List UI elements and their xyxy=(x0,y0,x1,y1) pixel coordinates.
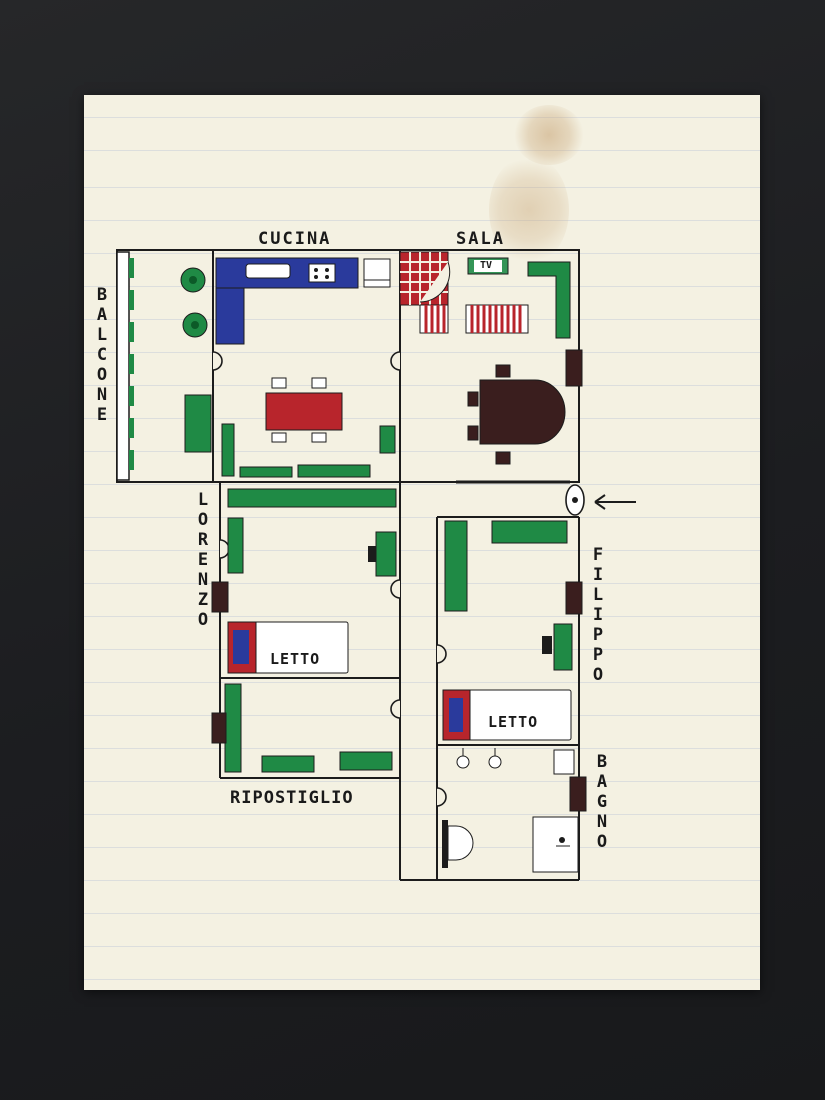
bathroom-sink-icons xyxy=(456,748,502,769)
storage-shelf xyxy=(339,751,393,771)
round-table xyxy=(467,364,566,465)
lorenzo-bed xyxy=(227,621,349,674)
sala-stairs xyxy=(399,251,451,306)
bed-label-filippo: LETTO xyxy=(488,713,539,731)
entrance-arrow-icon xyxy=(594,494,636,510)
fridge xyxy=(363,258,391,288)
radiator xyxy=(569,776,587,812)
room-label-kitchen: CUCINA xyxy=(258,229,332,249)
balcony-bench xyxy=(184,394,212,453)
plant-icon xyxy=(180,267,208,338)
notebook-page xyxy=(84,95,760,990)
kitchen-cabinet xyxy=(297,464,371,478)
chair xyxy=(368,546,376,562)
tv-label: TV xyxy=(480,260,493,271)
room-label-bathroom: BAGNO xyxy=(596,752,608,852)
kitchen-counter xyxy=(215,257,359,345)
page-ruling xyxy=(84,95,760,990)
storage-shelf xyxy=(261,755,315,773)
room-label-filippo: FILIPPO xyxy=(592,545,604,685)
filippo-desk xyxy=(553,623,573,671)
washing-machine xyxy=(553,749,575,775)
kitchen-cabinet xyxy=(239,466,293,478)
bed-label-lorenzo: LETTO xyxy=(270,650,321,668)
chair xyxy=(542,636,552,654)
hallway-shelf xyxy=(227,488,397,508)
room-label-living: SALA xyxy=(456,229,505,249)
entrance-knob xyxy=(572,497,578,503)
coffee-stain xyxy=(514,105,584,165)
room-label-storage: RIPOSTIGLIO xyxy=(230,788,354,808)
lorenzo-wardrobe xyxy=(227,517,244,574)
shower-icon xyxy=(532,816,579,873)
radiator xyxy=(565,581,583,615)
coffee-stain xyxy=(489,155,569,265)
tv-screen xyxy=(474,260,502,272)
kitchen-cabinet xyxy=(221,423,235,477)
filippo-bed xyxy=(442,689,572,741)
radiator xyxy=(211,581,229,613)
sofa xyxy=(419,304,529,334)
storage-shelf xyxy=(224,683,242,773)
toilet-icon xyxy=(442,820,474,868)
lorenzo-desk xyxy=(375,531,397,577)
sala-shelf xyxy=(527,261,571,339)
radiator xyxy=(211,712,227,744)
room-label-lorenzo: LORENZO xyxy=(197,490,209,630)
balcony-railing xyxy=(116,251,134,481)
filippo-wardrobe xyxy=(444,520,468,612)
walls xyxy=(116,249,580,881)
filippo-shelf xyxy=(491,520,568,544)
dining-table xyxy=(265,377,343,443)
room-label-balcony: BALCONE xyxy=(96,285,108,425)
kitchen-cabinet xyxy=(379,425,396,454)
radiator xyxy=(565,349,583,387)
